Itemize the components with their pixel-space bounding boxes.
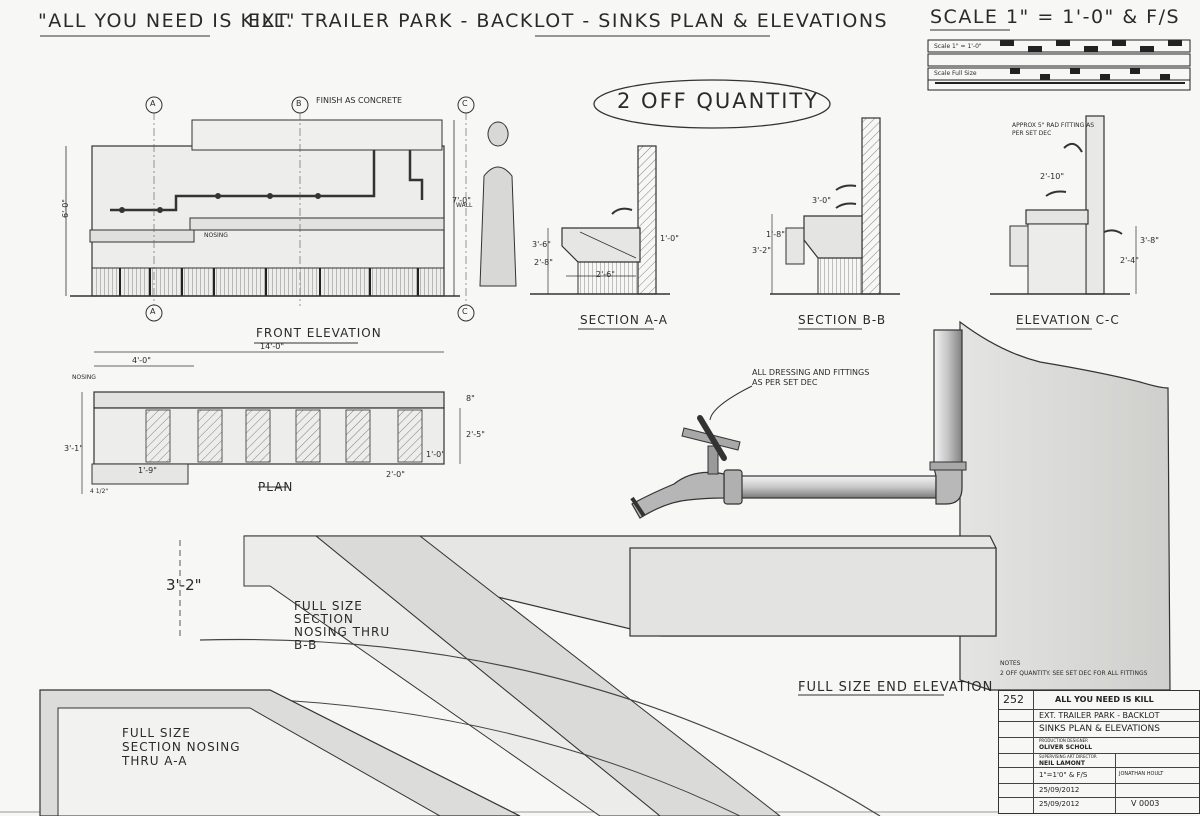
wall-label-front: WALL <box>456 202 473 209</box>
elevation-cc-drawing <box>990 115 1137 330</box>
title-block-subject: SINKS PLAN & ELEVATIONS <box>1039 724 1160 734</box>
dim-plan-4-5: 4 1/2" <box>90 488 109 495</box>
nosing-label-plan: NOSING <box>72 374 96 381</box>
dim-cc-2-10: 2'-10" <box>1040 172 1065 181</box>
approx-rad-note: APPROX 5" RAD FITTING AS PER SET DEC <box>1012 122 1095 137</box>
dim-sec-bb-3-0: 3'-0" <box>812 196 831 205</box>
section-aa-drawing <box>530 145 670 330</box>
section-aa-title: SECTION A-A <box>580 313 668 327</box>
title-block-production: ALL YOU NEED IS KILL <box>1055 695 1154 704</box>
dim-plan-3-1: 3'-1" <box>64 444 83 453</box>
dim-plan-1-9: 1'-9" <box>138 466 157 475</box>
plan-title: PLAN <box>258 480 294 494</box>
full-size-end-elevation-drawing <box>39 320 1171 816</box>
full-size-section-aa-title: FULL SIZE SECTION NOSING THRU A-A <box>122 726 241 768</box>
film-title: "ALL YOU NEED IS KILL" <box>38 10 296 32</box>
dressing-note: ALL DRESSING AND FITTINGS AS PER SET DEC <box>752 368 870 387</box>
dim-plan-2-0: 2'-0" <box>386 470 405 479</box>
finish-note: FINISH AS CONCRETE <box>316 96 403 105</box>
title-block-art-director-role: SUPERVISING ART DIRECTOR <box>1039 754 1097 759</box>
dim-sec-aa-3-6: 3'-6" <box>532 240 551 249</box>
grid-marker-a-top: A <box>150 99 156 108</box>
scale-title: SCALE 1" = 1'-0" & F/S <box>930 6 1181 28</box>
grid-marker-a-bottom: A <box>150 307 156 316</box>
grid-marker-c-bottom: C <box>462 307 468 316</box>
title-block-sheet-no: 252 <box>1003 693 1024 706</box>
full-size-section-bb-title: FULL SIZE SECTION NOSING THRU B-B <box>294 599 391 652</box>
dim-plan-2-5: 2'-5" <box>466 430 485 439</box>
title-block-set: EXT. TRAILER PARK - BACKLOT <box>1039 711 1160 720</box>
title-block-drawing-no: V 0003 <box>1131 799 1160 808</box>
notes-title: NOTES <box>1000 660 1021 667</box>
dim-sec-aa-1-0: 1'-0" <box>660 234 679 243</box>
plan-drawing <box>81 351 461 494</box>
elevation-cc-title: ELEVATION C-C <box>1016 313 1120 327</box>
title-block-designer: OLIVER SCHOLL <box>1039 744 1093 751</box>
dim-sec-aa-2-6: 2'-6" <box>596 270 615 279</box>
section-bb-drawing <box>770 117 900 330</box>
dim-plan-4ft: 4'-0" <box>132 356 151 365</box>
dim-full-3-2: 3'-2" <box>166 576 202 594</box>
title-block: 252 ALL YOU NEED IS KILL EXT. TRAILER PA… <box>998 690 1200 814</box>
nosing-label-front: NOSING <box>204 232 228 239</box>
dim-cc-2-4: 2'-4" <box>1120 256 1139 265</box>
full-size-end-elevation-title: FULL SIZE END ELEVATION <box>798 680 994 695</box>
title-block-drawn-by: JONATHAN HOULT <box>1119 771 1164 777</box>
dim-front-right-height: 7'-0" <box>452 196 471 205</box>
front-elevation-title: FRONT ELEVATION <box>256 326 382 340</box>
dim-plan-8: 8" <box>466 394 475 403</box>
grid-marker-c-top: C <box>462 99 468 108</box>
scale-bar-label-1: Scale 1" = 1'-0" <box>934 43 982 50</box>
drawing-title: EXT. TRAILER PARK - BACKLOT - SINKS PLAN… <box>248 10 889 32</box>
scale-bar-label-2: Scale Full Size <box>934 70 977 77</box>
title-block-scale: 1"=1'0" & F/S <box>1039 771 1088 779</box>
scale-bars <box>927 39 1191 91</box>
notes-body: 2 OFF QUANTITY. SEE SET DEC FOR ALL FITT… <box>1000 670 1148 677</box>
dim-plan-1-0: 1'-0" <box>426 450 445 459</box>
quantity-label: 2 OFF QUANTITY <box>617 89 820 113</box>
dim-plan-length: 14'-0" <box>260 342 285 351</box>
section-bb-title: SECTION B-B <box>798 313 887 327</box>
dim-sec-bb-1-8: 1'-8" <box>766 230 785 239</box>
dim-front-height: 6'-0" <box>60 199 70 218</box>
title-block-date-drawn: 25/09/2012 <box>1039 786 1080 794</box>
front-elevation-drawing <box>65 96 475 344</box>
dim-sec-aa-2-8: 2'-8" <box>534 258 553 267</box>
grid-marker-b-top: B <box>296 99 302 108</box>
title-block-date-issued: 25/09/2012 <box>1039 800 1080 808</box>
title-block-art-director: NEIL LAMONT <box>1039 760 1085 767</box>
dim-sec-bb-3-2: 3'-2" <box>752 246 771 255</box>
dim-cc-3-8: 3'-8" <box>1140 236 1159 245</box>
title-block-designer-role: PRODUCTION DESIGNER <box>1039 738 1088 743</box>
